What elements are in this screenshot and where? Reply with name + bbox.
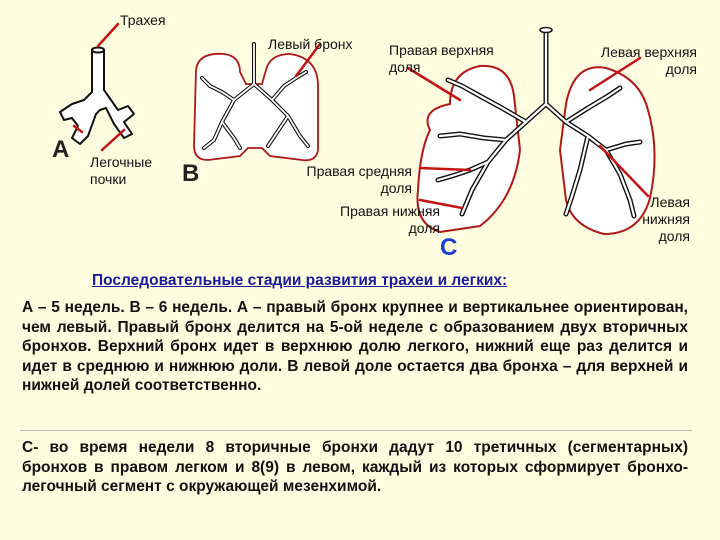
label-trachea: Трахея [120, 12, 166, 28]
lung-development-figure: Трахея Левый бронх Правая верхняя доля Л… [52, 12, 697, 261]
stage-label-c: С [440, 234, 458, 261]
paragraph-weeks-5-6: А – 5 недель. В – 6 недель. А – правый б… [22, 299, 688, 394]
stage-a-drawing [59, 46, 135, 145]
label-left-lower-lobe: Левая нижняя доля [642, 194, 690, 244]
label-right-lower-lobe: Правая нижняя доля [340, 203, 440, 236]
stage-b-drawing [193, 42, 319, 162]
label-left-upper-lobe: Левая верхняя доля [600, 44, 697, 77]
figure-drawing [59, 22, 656, 236]
divider [20, 430, 692, 431]
stage-label-a: А [52, 136, 70, 163]
label-left-bronchus: Левый бронх [268, 36, 353, 52]
pointer-lines [72, 22, 650, 210]
figure-caption: Последовательные стадии развития трахеи … [92, 272, 508, 289]
label-right-middle-lobe: Правая средняя доля [306, 163, 413, 196]
stage-label-b: В [182, 160, 200, 187]
paragraph-week-8: С- во время недели 8 вторичные бронхи да… [22, 439, 688, 495]
label-lung-buds: Легочные почки [90, 154, 153, 187]
label-right-upper-lobe: Правая верхняя доля [389, 42, 494, 75]
